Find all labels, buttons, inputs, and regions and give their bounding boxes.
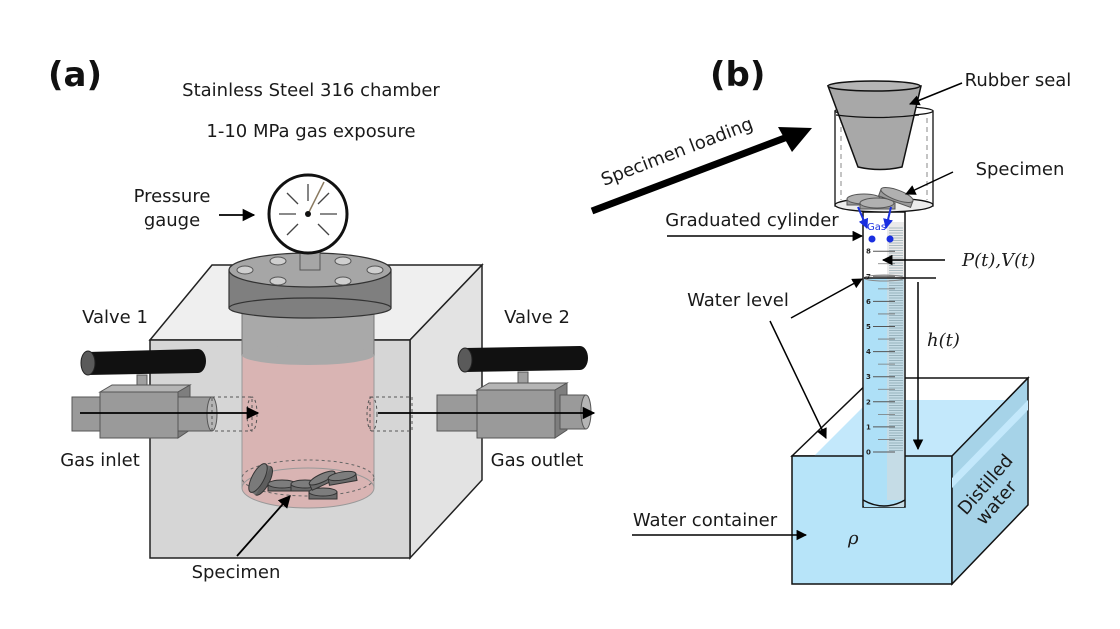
valve-2-body-top (475, 382, 569, 391)
density-symbol: ρ (847, 528, 859, 549)
height-label: h(t) (927, 330, 960, 351)
graduated-cylinder: 0 1 2 3 4 5 6 7 8 (862, 211, 936, 508)
specimen-disk (308, 487, 338, 500)
pressure-range-title: 1-10 MPa gas exposure (206, 121, 415, 142)
lid-bottom (228, 297, 392, 319)
graduated-cylinder-label: Graduated cylinder (665, 210, 839, 231)
tick-label: 5 (866, 323, 871, 331)
valve-1 (71, 349, 258, 439)
gauge-ticks (279, 184, 337, 236)
gas-label: Gas (867, 222, 886, 233)
specimen-b-label: Specimen (976, 159, 1065, 180)
valve-2-label: Valve 2 (504, 307, 570, 328)
panel-b: (b) Specimen loading ρ Distilled water 0… (590, 55, 1072, 586)
specimen-b-arrow (905, 171, 954, 195)
tick-label: 7 (866, 273, 871, 281)
panel-a: (a) Stainless Steel 316 chamber 1-10 MPa… (48, 55, 596, 583)
tick-label: 8 (866, 248, 871, 256)
specimen-holder (826, 80, 934, 213)
lid-bolts (236, 256, 384, 286)
panel-b-label: (b) (710, 55, 765, 95)
rubber-seal-top (827, 80, 921, 92)
gas-inlet-label: Gas inlet (60, 450, 140, 471)
specimen-a-label: Specimen (192, 562, 281, 583)
rubber-seal (826, 85, 922, 171)
tick-label: 6 (866, 298, 871, 306)
chamber-neck-bottom (242, 345, 374, 365)
valve-2 (366, 346, 592, 439)
water-level-label: Water level (687, 290, 789, 311)
pressure-gauge (267, 173, 349, 255)
valve-1-outlet-pipe (177, 396, 213, 432)
water-container-label: Water container (633, 510, 778, 531)
tick-label: 4 (866, 348, 871, 356)
gas-outlet-label: Gas outlet (491, 450, 584, 471)
gauge-needle (307, 181, 325, 215)
container-side-water-top (952, 400, 1028, 488)
water-level-arrow-cylinder (790, 278, 863, 319)
water-container: ρ Distilled water (790, 376, 1030, 586)
specimen-disk (267, 479, 297, 492)
specimen-disk (859, 197, 896, 210)
tick-label: 1 (866, 423, 871, 431)
gas-indicator: Gas (857, 206, 894, 243)
tick-label: 3 (866, 373, 871, 381)
pressure-gauge-label-2: gauge (144, 210, 200, 231)
valve-1-body-top (98, 384, 192, 393)
water-level-arrow-container (769, 320, 827, 439)
valve-1-body (99, 391, 179, 439)
tick-label: 2 (866, 398, 871, 406)
pressure-volume-label: P(t),V(t) (961, 250, 1035, 271)
specimen-disk (248, 463, 273, 496)
rubber-seal-line (835, 114, 920, 119)
specimen-loading-arrow (590, 132, 792, 215)
valve-2-handle (465, 346, 588, 372)
rubber-seal-label: Rubber seal (965, 70, 1072, 91)
specimen-loading-arrowhead (778, 127, 812, 152)
cylinder-major-ticks: 0 1 2 3 4 5 6 7 8 (866, 248, 895, 457)
valve-2-inner-pipe (369, 396, 413, 432)
valve-1-handle (88, 349, 206, 375)
valve-2-body (476, 389, 556, 439)
cylinder-bottom (862, 499, 906, 507)
valve-1-label: Valve 1 (82, 307, 148, 328)
gas-bubble (868, 235, 876, 243)
chamber-lid (228, 247, 392, 319)
specimens-a (248, 463, 358, 500)
gas-arrow-right (883, 206, 893, 229)
specimen-disk (327, 470, 358, 486)
chamber-bottom-dashed (241, 459, 375, 497)
panel-a-label: (a) (48, 55, 102, 95)
valve-2-handle-end (457, 347, 473, 373)
pressure-gauge-label-1: Pressure (134, 186, 211, 207)
valve-1-inlet-pipe (71, 396, 103, 432)
valve-1-handle-end (80, 350, 96, 376)
cylinder-minor-ticks (889, 227, 903, 451)
container-front-face (791, 455, 953, 585)
gas-bubble (886, 235, 894, 243)
rubber-seal-arrow (909, 82, 963, 106)
tick-label: 0 (866, 449, 871, 457)
specimen-disk (877, 187, 914, 209)
gas-arrow-left (857, 206, 869, 229)
specimen-a-arrow (236, 495, 291, 557)
gauge-pivot (305, 211, 311, 217)
chamber-title: Stainless Steel 316 chamber (182, 80, 440, 101)
